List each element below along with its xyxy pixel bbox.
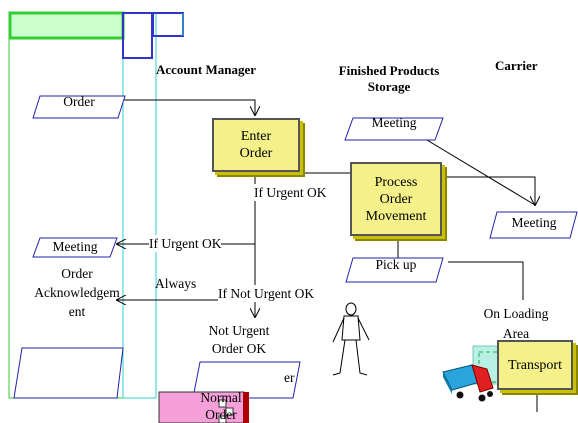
label-if-urgent-ok-top: If Urgent OK	[254, 184, 327, 201]
label-always: Always	[155, 276, 197, 291]
normal-order-edge	[243, 392, 249, 423]
data-pickup	[345, 257, 444, 283]
lane-frame-green	[8, 12, 124, 399]
person-icon	[332, 302, 370, 376]
label-if-urgent-ok-left: If Urgent OK	[149, 235, 222, 252]
lane-header-green	[8, 11, 125, 40]
normal-order-glyph-3	[218, 415, 227, 423]
normal-order-glyph-1	[218, 399, 227, 408]
data-pickup-label: Pick up	[375, 257, 417, 272]
edge-if-urgent-left	[117, 170, 256, 244]
edge-process-to-carrier	[441, 176, 535, 205]
normal-order-glyph-2	[225, 407, 234, 416]
lane-frame-cyan	[122, 12, 157, 399]
data-meeting-left-label: Meeting	[52, 239, 98, 254]
data-meeting-left	[32, 237, 118, 258]
label-if-not-urgent-ok: If Not Urgent OK	[218, 285, 315, 302]
lane-title-carrier: Carrier	[495, 58, 538, 73]
data-meeting-top-label: Meeting	[371, 115, 417, 130]
lane-header-blue-2	[152, 12, 184, 37]
label-on-loading-area: On Loading Area	[483, 306, 549, 341]
lane-title-storage: Finished Products Storage	[338, 63, 440, 94]
lane-title-account-manager: Account Manager	[156, 62, 257, 77]
label-not-urgent-order-ok: Not Urgent Order OK	[208, 323, 270, 356]
data-empty-left	[13, 347, 124, 399]
edge-order-to-enter	[122, 99, 255, 115]
data-meeting-carrier-label: Meeting	[511, 215, 557, 230]
process-transport[interactable]: Transport	[497, 340, 573, 390]
data-partial-er	[192, 361, 301, 399]
process-enter-order[interactable]: Enter Order	[212, 118, 300, 172]
data-order-label: Order	[63, 94, 95, 109]
order-acknowledgement-text: Order Acknowledgem ent	[34, 266, 120, 319]
normal-order-label: Normal Order	[200, 390, 242, 422]
data-partial-er-label: er	[284, 370, 295, 385]
lane-header-blue-1	[122, 12, 153, 59]
process-order-movement[interactable]: Process Order Movement	[350, 162, 442, 236]
data-meeting-carrier	[489, 211, 578, 239]
edge-meeting-to-carrier	[411, 130, 536, 206]
data-order	[32, 95, 126, 119]
data-meeting-top	[344, 117, 444, 141]
edge-pickup-loading	[448, 261, 524, 300]
truck-icon	[442, 364, 494, 402]
